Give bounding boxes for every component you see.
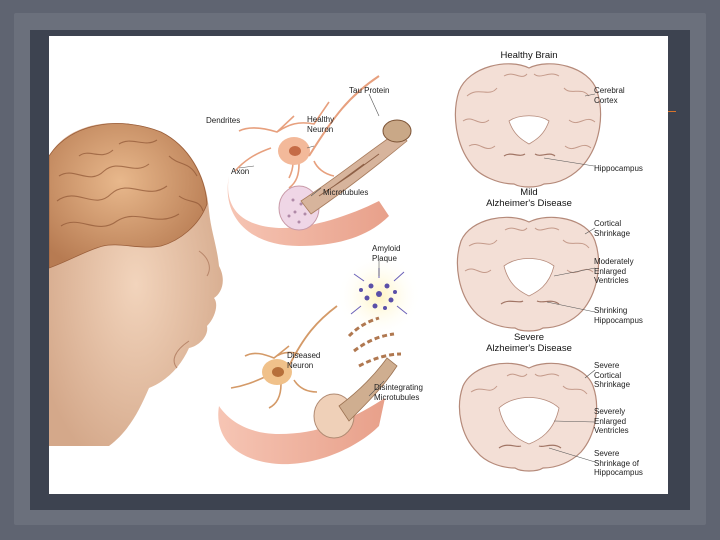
alzheimers-illustration	[49, 63, 602, 472]
mild-brain-section	[456, 216, 600, 332]
head-profile-image	[49, 123, 223, 446]
header-severe-alzheimers: Severe Alzheimer's Disease	[486, 332, 572, 354]
label-microtubules: Microtubules	[323, 188, 369, 197]
header-healthy-brain: Healthy Brain	[500, 50, 558, 61]
label-hippocampus: Hippocampus	[594, 164, 643, 173]
label-shrinking-hippocampus: Shrinking Hippocampus	[594, 306, 643, 325]
label-disintegrating-microtubules: Disintegrating Microtubules	[374, 383, 423, 402]
label-cerebral-cortex: Cerebral Cortex	[594, 86, 625, 105]
diseased-neuron-image	[218, 254, 421, 465]
label-healthy-neuron: Healthy Neuron	[307, 115, 335, 134]
healthy-brain-section	[454, 63, 602, 188]
label-axon: Axon	[231, 167, 250, 176]
illustration-panel: Dendrites Healthy Neuron Tau Protein Axo…	[49, 36, 668, 494]
label-dendrites: Dendrites	[206, 116, 241, 125]
label-amyloid-plaque: Amyloid Plaque	[372, 244, 401, 263]
label-leader-lines	[238, 93, 596, 463]
severe-brain-section	[458, 362, 598, 472]
label-moderately-enlarged-ventricles: Moderately Enlarged Ventricles	[594, 257, 634, 285]
label-severe-shrinkage-hippocampus: Severe Shrinkage of Hippocampus	[594, 449, 643, 477]
header-mild-alzheimers: Mild Alzheimer's Disease	[486, 187, 572, 209]
label-cortical-shrinkage: Cortical Shrinkage	[594, 219, 631, 238]
label-severe-cortical-shrinkage: Severe Cortical Shrinkage	[594, 361, 631, 389]
label-severely-enlarged-ventricles: Severely Enlarged Ventricles	[594, 407, 629, 435]
label-diseased-neuron: Diseased Neuron	[287, 351, 321, 370]
label-tau-protein: Tau Protein	[349, 86, 390, 95]
healthy-neuron-image	[227, 75, 412, 246]
